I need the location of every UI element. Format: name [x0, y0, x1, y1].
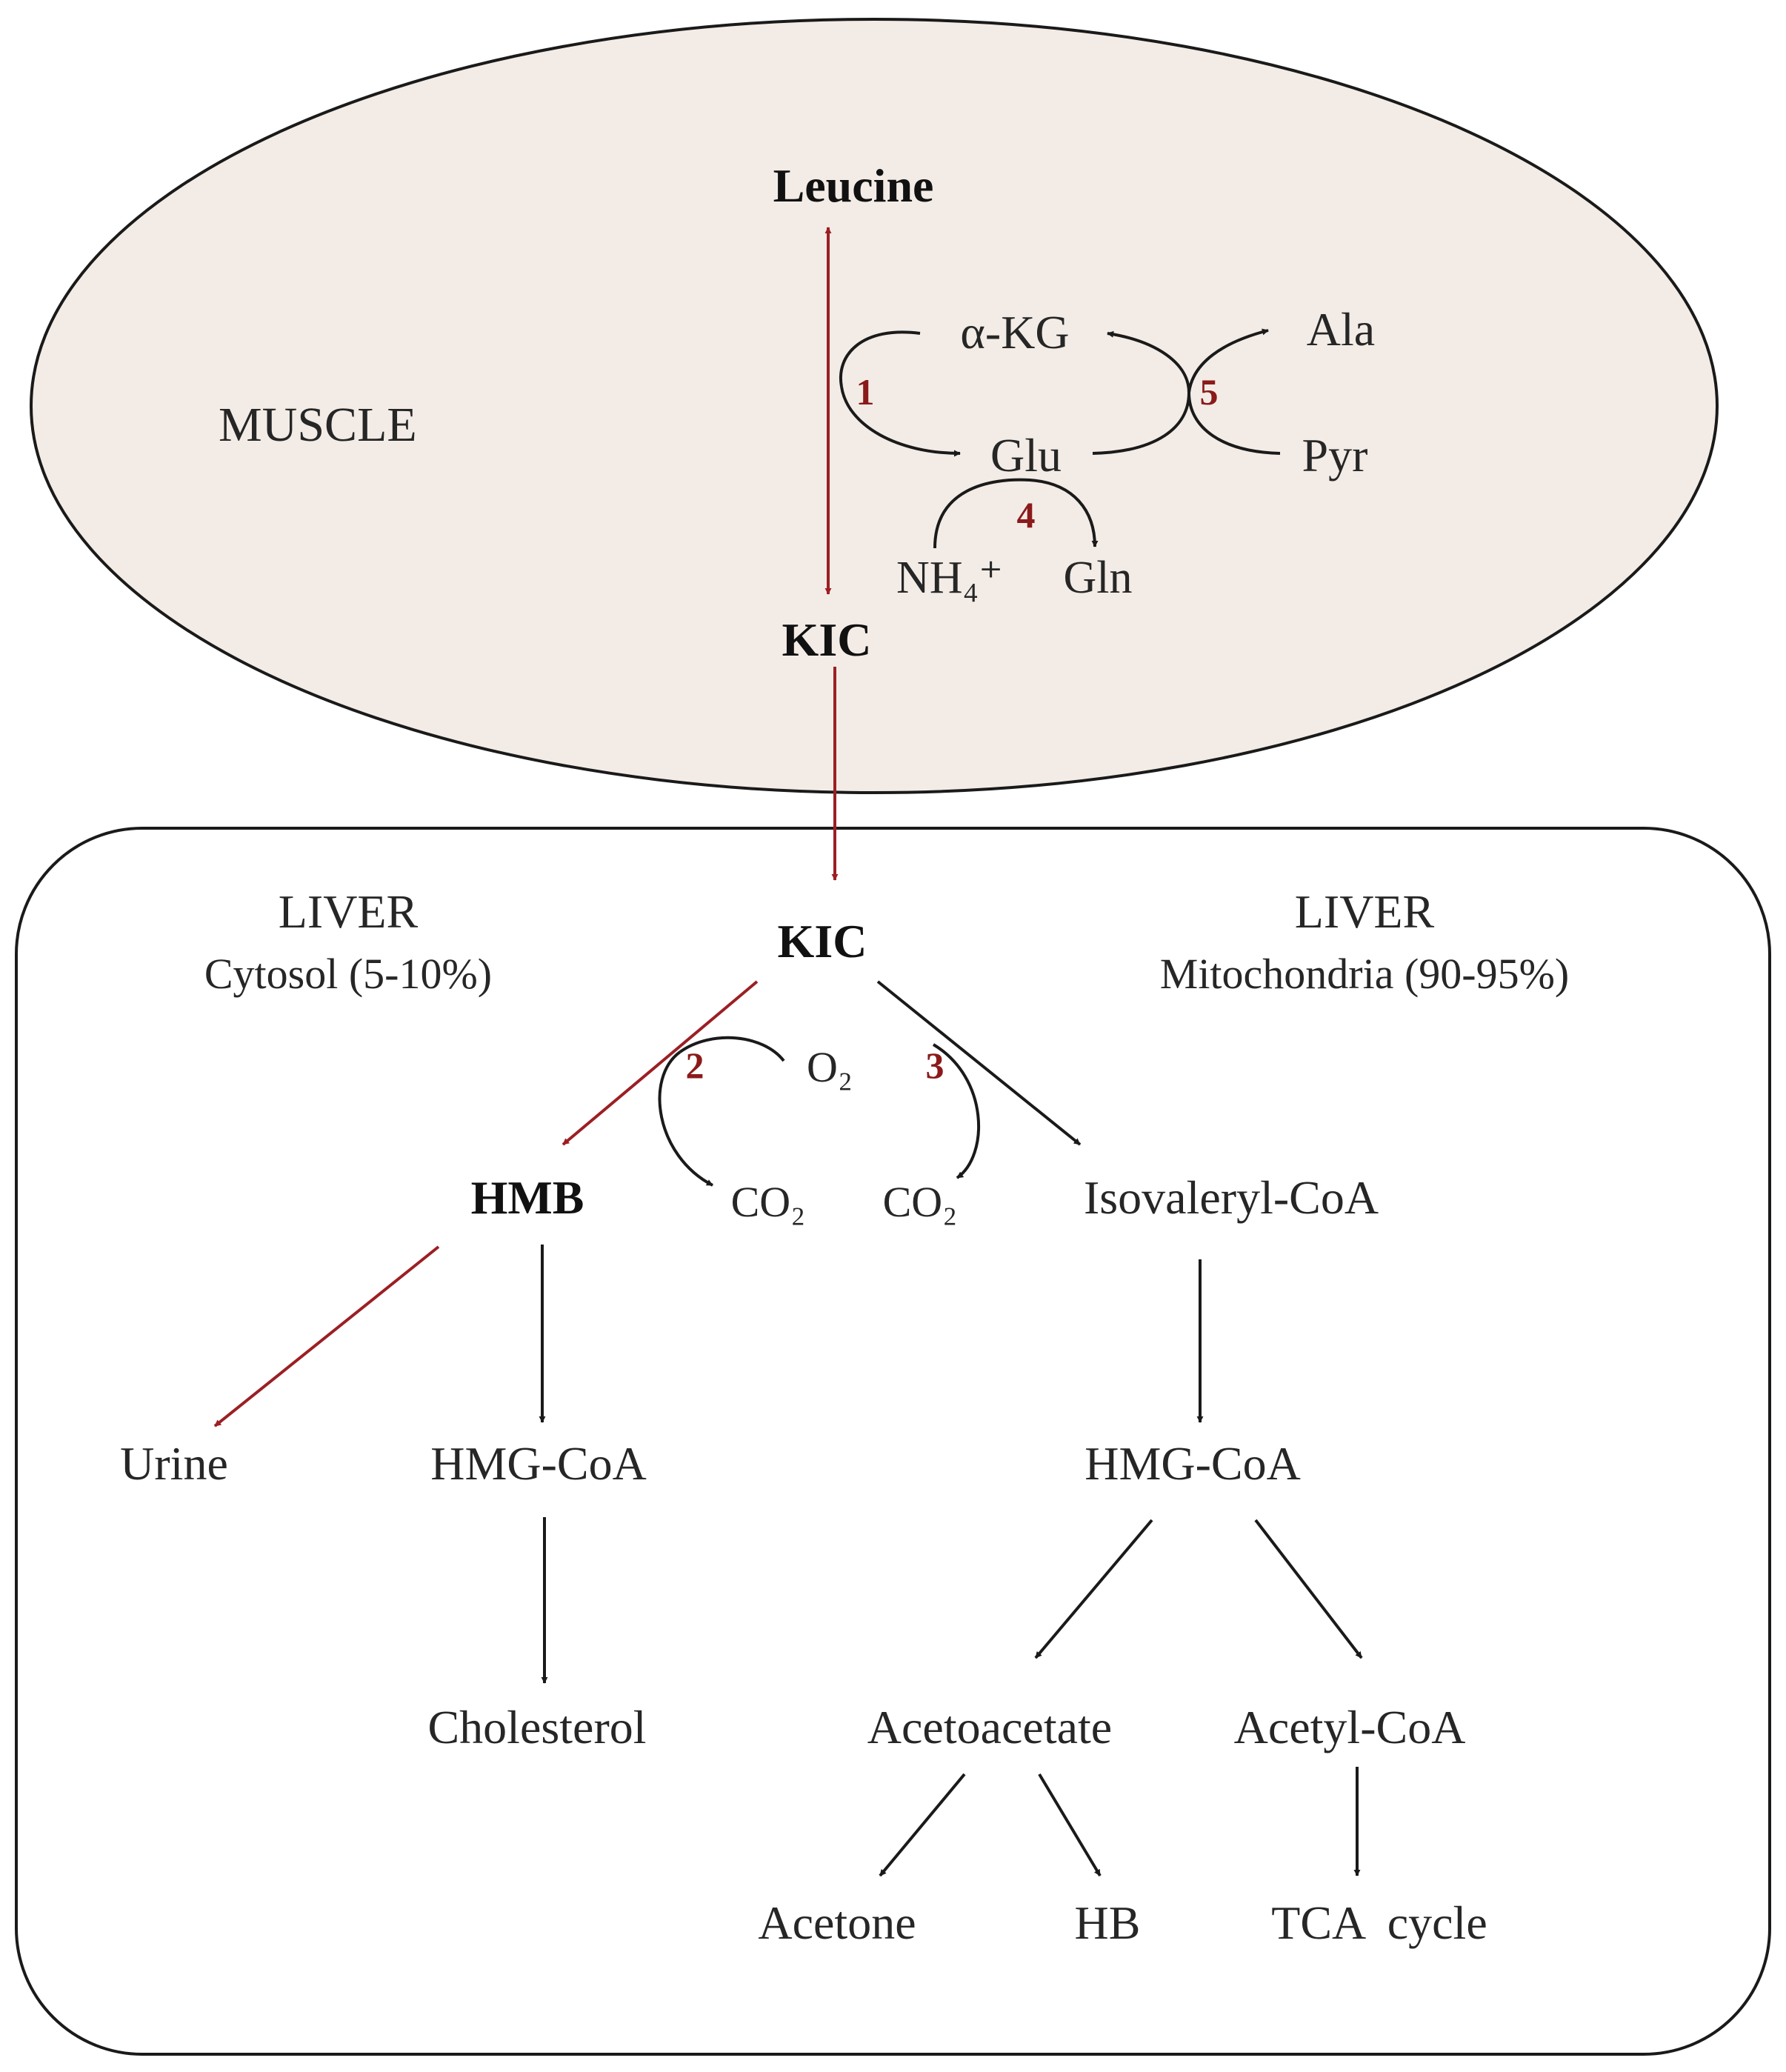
muscle-kic-label: KIC	[782, 613, 872, 666]
step5-akg-arrow	[1107, 330, 1190, 393]
hmb-urine-arrow	[213, 1245, 440, 1428]
akg-label: α-KG	[960, 306, 1069, 359]
step4-arrow	[933, 478, 1099, 549]
co2-right-label: CO₂	[883, 1178, 958, 1226]
hmg-coa-mito-label: HMG-CoA	[1084, 1437, 1301, 1490]
hb-label: HB	[1075, 1896, 1141, 1949]
acetyl-coa-label: Acetyl-CoA	[1234, 1701, 1466, 1753]
hmgcoa-acetoacetate-arrow	[1034, 1519, 1153, 1659]
step-3-number: 3	[926, 1045, 944, 1086]
cholesterol-label: Cholesterol	[427, 1701, 646, 1753]
hmg-coa-cytosol-label: HMG-CoA	[430, 1437, 647, 1490]
step-1-number: 1	[856, 371, 875, 413]
liver-mito-subtitle: Mitochondria (90-95%)	[1160, 950, 1569, 998]
step5-ala-arrow	[1187, 328, 1269, 393]
leucine-label: Leucine	[773, 159, 934, 212]
step5-pyr-curve	[1187, 392, 1281, 455]
tca-cycle-label: TCA cycle	[1271, 1896, 1487, 1949]
step2-co2-arrow	[658, 1050, 713, 1187]
muscle-title: MUSCLE	[219, 398, 417, 452]
muscle-compartment	[30, 18, 1719, 794]
gln-label: Gln	[1064, 553, 1133, 603]
acetone-label: Acetone	[758, 1896, 916, 1949]
liver-mito-title: LIVER	[1295, 885, 1435, 938]
step1-akg-curve	[839, 330, 921, 387]
ala-label: Ala	[1307, 303, 1375, 356]
step5-glu-curve	[1092, 392, 1190, 455]
acetoacetate-acetone-arrow	[879, 1773, 966, 1877]
hmgcoa-acetylcoa-arrow	[1254, 1519, 1363, 1659]
step1-glu-arrow	[840, 386, 961, 457]
urine-label: Urine	[120, 1437, 228, 1490]
liver-kic-label: KIC	[778, 915, 867, 967]
liver-cytosol-title: LIVER	[279, 885, 419, 938]
hmb-label: HMB	[471, 1171, 584, 1224]
liver-compartment	[15, 827, 1771, 2056]
isovaleryl-coa-label: Isovaleryl-CoA	[1084, 1171, 1379, 1224]
acetoacetate-label: Acetoacetate	[867, 1701, 1112, 1753]
liver-cytosol-subtitle: Cytosol (5-10%)	[204, 950, 492, 998]
o2-label: O₂	[807, 1043, 853, 1091]
acetoacetate-hb-arrow	[1038, 1773, 1102, 1877]
kic-hmb-arrow	[562, 980, 759, 1146]
step3-co2-arrow	[932, 1043, 981, 1179]
glu-label: Glu	[990, 429, 1062, 482]
pyr-label: Pyr	[1302, 429, 1368, 482]
nh4-label: NH₄⁺	[896, 553, 1003, 603]
step-2-number: 2	[686, 1045, 704, 1086]
co2-left-label: CO₂	[731, 1178, 806, 1226]
kic-isovaleryl-arrow	[876, 980, 1082, 1146]
step-5-number: 5	[1200, 371, 1219, 413]
step2-o2-curve	[679, 1036, 785, 1062]
step-4-number: 4	[1017, 494, 1036, 536]
